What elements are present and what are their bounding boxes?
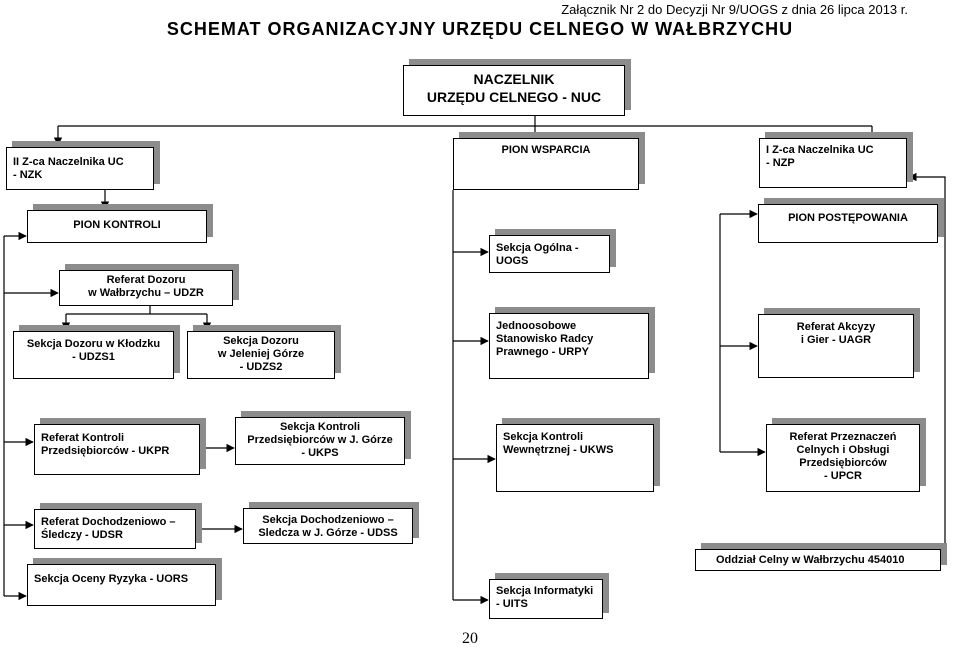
box-ukws: Sekcja Kontroli Wewnętrznej - UKWS (496, 424, 654, 492)
box-udzs2: Sekcja Dozoru w Jeleniej Górze - UDZS2 (187, 331, 335, 379)
chart-title: SCHEMAT ORGANIZACYJNY URZĘDU CELNEGO W W… (166, 19, 794, 39)
box-pion-postepowania: PION POSTĘPOWANIA (758, 204, 938, 243)
annex-note: Załącznik Nr 2 do Decyzji Nr 9/UOGS z dn… (561, 2, 908, 17)
box-uogs: Sekcja Ogólna - UOGS (489, 235, 610, 273)
box-naczelnik: NACZELNIK URZĘDU CELNEGO - NUC (403, 65, 625, 116)
box-upcr: Referat Przeznaczeń Celnych i Obsługi Pr… (766, 424, 920, 492)
box-nzp: I Z-ca Naczelnika UC - NZP (759, 138, 907, 188)
box-uagr: Referat Akcyzy i Gier - UAGR (758, 314, 914, 378)
box-urpy: Jednoosobowe Stanowisko Radcy Prawnego -… (489, 313, 649, 379)
box-uits: Sekcja Informatyki - UITS (489, 579, 603, 619)
box-udss: Sekcja Dochodzeniowo – Sledcza w J. Górz… (243, 508, 413, 544)
box-uors: Sekcja Oceny Ryzyka - UORS (27, 564, 216, 606)
box-udzr: Referat Dozoru w Wałbrzychu – UDZR (59, 270, 233, 306)
box-pion-kontroli: PION KONTROLI (27, 210, 207, 243)
box-oddzial: Oddział Celny w Wałbrzychu 454010 (695, 549, 941, 571)
box-udzs1: Sekcja Dozoru w Kłodzku - UDZS1 (13, 331, 174, 379)
box-pion-wsparcia: PION WSPARCIA (453, 138, 639, 190)
box-nzk: II Z-ca Naczelnika UC - NZK (6, 147, 154, 190)
connector-oddzial-nzp (908, 172, 946, 558)
box-ukps: Sekcja Kontroli Przedsiębiorców w J. Gór… (235, 417, 405, 465)
page-number: 20 (462, 630, 478, 647)
box-ukpr: Referat Kontroli Przedsiębiorców - UKPR (34, 424, 200, 475)
box-udsr: Referat Dochodzeniowo – Śledczy - UDSR (34, 509, 196, 549)
